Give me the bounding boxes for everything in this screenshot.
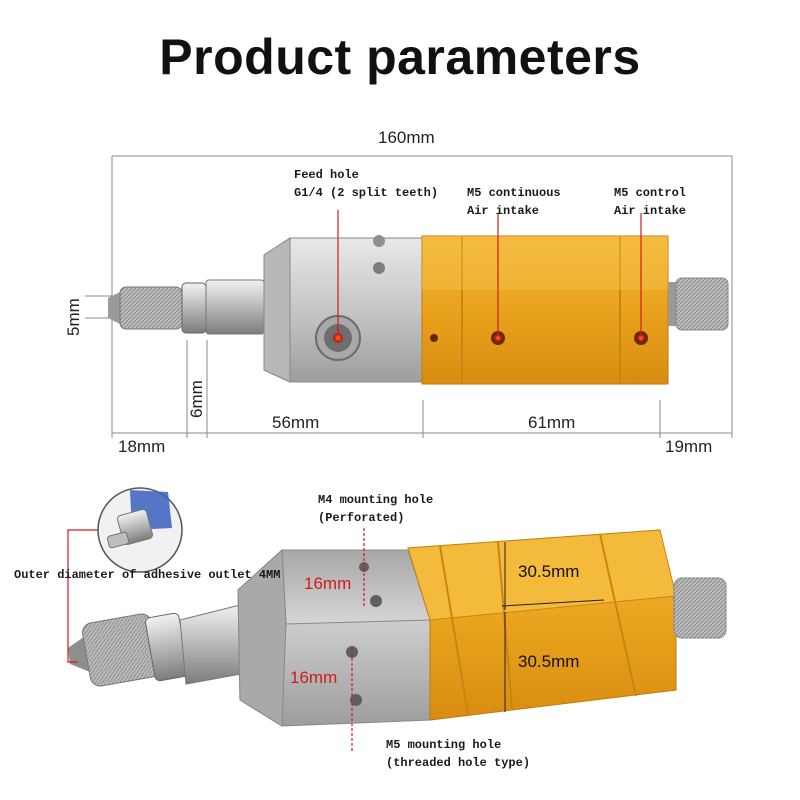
label-m5-mount-line2: (threaded hole type)	[386, 756, 531, 770]
dim-m4-spacing: 16mm	[304, 574, 352, 593]
dim-steel-length: 56mm	[272, 413, 320, 432]
dim-side-height: 30.5mm	[518, 652, 580, 671]
outlet-inset	[67, 487, 183, 663]
dim-nozzle-diameter: 5mm	[64, 298, 83, 336]
dim-nozzle-offset: 6mm	[187, 380, 206, 418]
label-m5-control-line1: M5 control	[614, 186, 687, 200]
label-m5-mounting-hole: M5 mounting hole (threaded hole type)	[386, 736, 530, 772]
label-feed-hole: Feed hole G1/4 (2 split teeth)	[294, 166, 438, 202]
label-m5-mount-line1: M5 mounting hole	[386, 738, 502, 752]
dim-orange-length: 61mm	[528, 413, 576, 432]
label-feed-hole-line1: Feed hole	[294, 168, 359, 182]
dim-m5-spacing: 16mm	[290, 668, 338, 687]
label-m5-continuous-line2: Air intake	[467, 204, 540, 218]
label-m4-line1: M4 mounting hole	[318, 493, 434, 507]
label-outlet-diameter: Outer diameter of adhesive outlet 4MM	[14, 568, 281, 582]
top-leader-lines	[337, 210, 642, 334]
label-m4-line2: (Perforated)	[318, 511, 405, 525]
label-m4-mounting-hole: M4 mounting hole (Perforated)	[318, 491, 433, 527]
bottom-dispenser	[68, 529, 727, 727]
label-m5-continuous-line1: M5 continuous	[467, 186, 561, 200]
label-m5-control: M5 control Air intake	[614, 184, 686, 220]
top-dispenser	[108, 235, 729, 385]
dim-knob-length: 19mm	[665, 437, 713, 456]
dim-total-length: 160mm	[378, 128, 435, 147]
label-m5-control-line2: Air intake	[614, 204, 687, 218]
dim-top-width: 30.5mm	[518, 562, 580, 581]
page-title: Product parameters	[159, 29, 641, 85]
dim-nozzle-length: 18mm	[118, 437, 166, 456]
label-m5-continuous: M5 continuous Air intake	[467, 184, 561, 220]
label-feed-hole-line2: G1/4 (2 split teeth)	[294, 186, 439, 200]
bottom-dimension-lines	[351, 528, 605, 752]
